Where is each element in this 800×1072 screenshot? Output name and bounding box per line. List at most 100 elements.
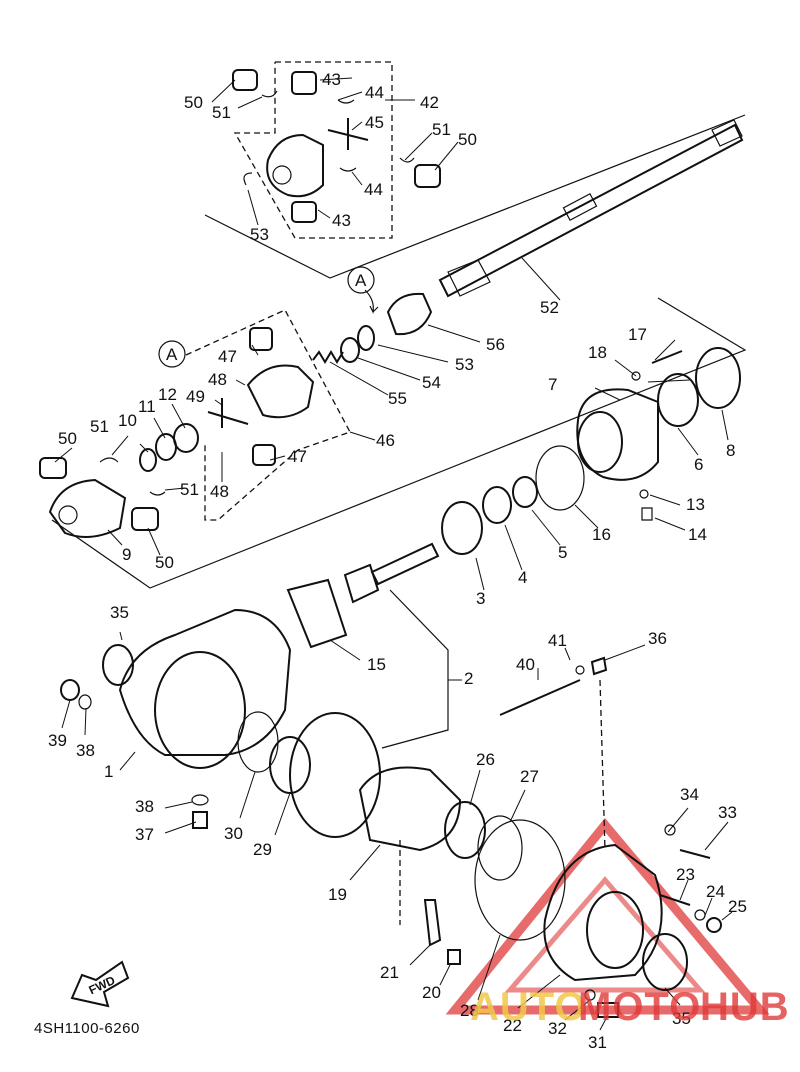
- label-8: 8: [726, 441, 735, 460]
- label-29: 29: [253, 840, 272, 859]
- spring-55: [312, 350, 344, 364]
- middle-panel-outline: [51, 297, 747, 589]
- label-7: 7: [548, 375, 557, 394]
- label-14: 14: [688, 525, 707, 544]
- label-38: 38: [76, 741, 95, 760]
- spider-cross-49: [207, 398, 249, 428]
- label-51: 51: [432, 120, 451, 139]
- fwd-arrow-shape: [70, 960, 130, 1008]
- pinion-gear-head: [343, 563, 380, 604]
- upper-panel-outline: [204, 114, 746, 279]
- bearing-cap-50-front-bottom: [131, 507, 159, 531]
- bearing-cap-43-bottom: [291, 201, 317, 223]
- bearing-cap-50-front-top: [39, 457, 67, 479]
- gasket-38-bottom: [191, 794, 209, 806]
- label-47: 47: [288, 447, 307, 466]
- watermark-text: AUTO MOTO HUB: [470, 985, 789, 1029]
- upper-yoke: [266, 133, 324, 198]
- gear-2-bracket: [381, 589, 449, 749]
- dust-boot-56: [386, 292, 433, 336]
- label-49: 49: [186, 387, 205, 406]
- label-37: 37: [135, 825, 154, 844]
- label-21: 21: [380, 963, 399, 982]
- label-5: 5: [558, 543, 567, 562]
- cover-22-bore: [586, 891, 644, 969]
- pin-40: [499, 679, 581, 716]
- label-39: 39: [48, 731, 67, 750]
- washer-18: [631, 371, 641, 381]
- oil-seal-8: [695, 347, 741, 409]
- ring-gear: [289, 712, 381, 838]
- rear-cover-group: [499, 656, 722, 1018]
- washer-54: [340, 337, 360, 363]
- case-1-opening: [154, 651, 246, 769]
- label-36: 36: [648, 629, 667, 648]
- label-50: 50: [155, 553, 174, 572]
- callout-a-lower: A: [166, 345, 178, 364]
- label-19: 19: [328, 885, 347, 904]
- washer-24: [694, 909, 706, 921]
- washer-34: [664, 824, 676, 836]
- diagram-code: 4SH1100-6260: [34, 1020, 140, 1037]
- clip-51-lower: [149, 491, 166, 496]
- clip-44-bottom: [339, 167, 357, 172]
- final-drive-case-1: [118, 608, 292, 756]
- label-26: 26: [476, 750, 495, 769]
- label-6: 6: [694, 455, 703, 474]
- watermark-triangle: [445, 817, 770, 1015]
- final-drive-case-group: [60, 608, 566, 965]
- callout-a-arrow-upper: [364, 289, 379, 314]
- bolt-33: [679, 849, 711, 859]
- seal-12: [173, 423, 199, 453]
- cover-22: [543, 843, 663, 982]
- label-40: 40: [516, 655, 535, 674]
- label-11: 11: [138, 397, 156, 416]
- circlip-53-lower: [357, 325, 375, 351]
- fwd-arrow: FWD: [70, 960, 130, 1008]
- label-50: 50: [58, 429, 77, 448]
- bearing-cap-43-top: [291, 71, 317, 95]
- label-13: 13: [686, 495, 705, 514]
- label-48: 48: [210, 482, 229, 501]
- spider-cross-45: [327, 118, 369, 150]
- front-flange-bore: [58, 505, 78, 525]
- label-45: 45: [365, 113, 384, 132]
- label-34: 34: [680, 785, 699, 804]
- drive-shaft-body: [438, 123, 744, 298]
- label-20: 20: [422, 983, 441, 1002]
- label-32: 32: [548, 1019, 567, 1038]
- pinion-housing-group: [441, 347, 741, 555]
- label-17: 17: [628, 325, 647, 344]
- clip-41: [575, 665, 585, 675]
- label-25: 25: [728, 897, 747, 916]
- label-16: 16: [592, 525, 611, 544]
- label-2: 2: [464, 669, 473, 688]
- label-18: 18: [588, 343, 607, 362]
- pinion-gear-group: [286, 542, 449, 749]
- label-42: 42: [420, 93, 439, 112]
- label-44: 44: [364, 180, 383, 199]
- label-54: 54: [422, 373, 441, 392]
- middle-dashed-box: [185, 309, 351, 521]
- leader-lines: [54, 77, 733, 1031]
- bracket-21: [423, 899, 442, 947]
- bolt-20: [447, 949, 461, 965]
- clip-51-right: [399, 157, 415, 163]
- circlip-53-upper: [243, 172, 253, 186]
- label-47: 47: [218, 347, 237, 366]
- drive-shaft-spline-front: [447, 259, 491, 297]
- upper-joint-assembly: [204, 61, 746, 279]
- label-50: 50: [184, 93, 203, 112]
- label-30: 30: [224, 824, 243, 843]
- bearing-6: [657, 373, 699, 427]
- drive-shaft-52: [312, 119, 744, 364]
- label-48: 48: [208, 370, 227, 389]
- oil-seal-35-right: [642, 933, 688, 991]
- label-35: 35: [672, 1009, 691, 1028]
- callout-a-circle-lower: [158, 340, 186, 368]
- bearing-cap-50-right: [414, 164, 441, 188]
- label-53: 53: [250, 225, 269, 244]
- label-27: 27: [520, 767, 539, 786]
- label-22: 22: [503, 1016, 522, 1035]
